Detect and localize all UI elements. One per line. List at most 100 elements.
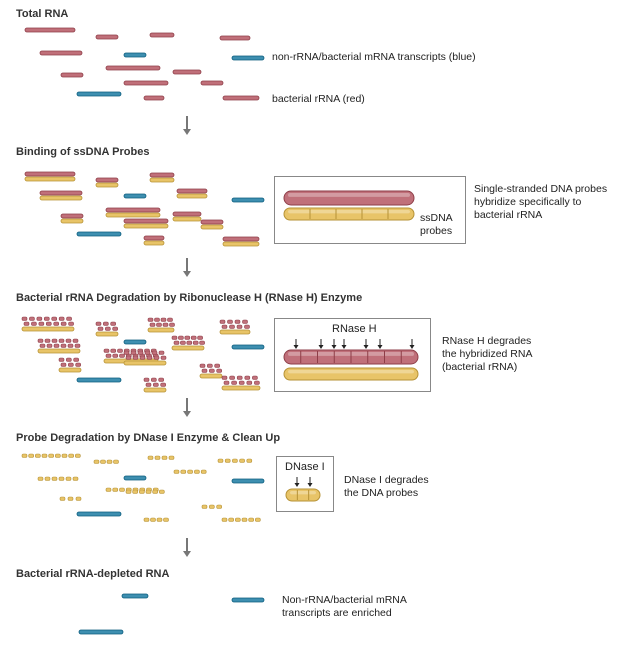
rrna-fragment [105,353,112,358]
rrna-fragment [39,343,46,348]
rrna-fragment [149,322,156,327]
rrna-fragment [229,324,235,329]
rrna-fragment [221,375,228,380]
rrna-fragment [103,321,109,326]
mrna-strand [123,339,147,345]
rrna-fragment [236,375,243,380]
rrna-strand [60,213,84,219]
ssdna-label: ssDNA [420,212,453,224]
rrna-fragment [227,319,233,324]
probe-fragment [35,453,41,458]
rrna-fragment [60,343,67,348]
rrna-strand [200,80,224,86]
note-probes-1: Single-stranded DNA probes [474,183,608,195]
cut-arrow-head [341,345,347,349]
probe-strand [200,224,224,230]
step4-title: Probe Degradation by DNase I Enzyme & Cl… [16,432,281,444]
rrna-fragment [207,363,213,368]
legend-red-label: bacterial rRNA (red) [272,93,365,105]
probe-fragment [113,459,119,464]
rrna-fragment [67,343,74,348]
probe-strand [95,182,119,188]
probe-fragment [68,453,74,458]
rrna-fragment [209,368,215,373]
probe-cylinder [283,207,415,221]
note-rnaseh-3: (bacterial rRNA) [442,361,518,373]
note-probes-3: bacterial rRNA [474,209,543,221]
rrna-strand [149,172,175,178]
probe-strand [147,327,175,333]
rrna-fragment [73,357,79,362]
flow-arrow [186,538,188,554]
rrna-strand [172,69,202,75]
rrna-fragment [74,343,81,348]
note-probes-2: hybridize specifically to [474,196,582,208]
rrna-fragment [130,350,137,355]
probe-fragment [248,517,254,522]
probe-cylinder-highlight [288,370,414,374]
rrna-fragment [158,350,165,355]
probe-strand [149,177,175,183]
rrna-fragment [112,353,119,358]
rrna-fragment [110,321,116,326]
rrna-fragment [29,316,35,321]
probe-fragment [119,487,125,492]
probe-fragment [217,458,224,463]
rrna-fragment [199,363,206,368]
mrna-strand [123,475,147,481]
rrna-fragment [75,362,81,367]
rrna-fragment [160,382,166,387]
probe-fragment [143,517,150,522]
rrna-fragment [46,343,53,348]
rrna-fragment [234,319,241,324]
rrna-fragment [229,375,235,380]
cut-arrow-head [331,345,337,349]
rrna-fragment [117,348,123,353]
rrna-fragment [125,355,132,360]
probe-strand [24,176,76,182]
rrna-fragment [236,324,243,329]
probe-fragment [139,489,145,494]
probe-fragment [187,469,193,474]
rrna-fragment [190,335,197,340]
rrna-fragment [244,375,251,380]
probe-fragment [44,476,51,481]
rrna-fragment [66,357,72,362]
rrna-fragment [153,355,160,360]
rrna-fragment [178,335,184,340]
probe-fragment [65,476,72,481]
probe-fragment [228,517,234,522]
probe-fragment [209,504,215,509]
rrna-fragment [160,317,167,322]
probe-cylinder-highlight [290,491,316,495]
rrna-fragment [66,316,72,321]
probe-strand [37,348,81,354]
probe-strand [105,212,161,218]
arrow-head [183,411,191,417]
rrna-fragment [151,350,158,355]
rrna-fragment [68,362,74,367]
probe-fragment [145,489,152,494]
note-dnase-1: DNase I degrades [344,474,429,486]
rrna-strand [24,27,76,33]
cut-arrow-head [363,345,369,349]
probe-strand [123,360,167,366]
rrna-fragment [221,324,228,329]
probe-cylinder [285,488,321,502]
rrna-fragment [192,340,199,345]
probe-fragment [194,469,200,474]
rrna-strand [222,236,260,242]
arrow-head [183,271,191,277]
rrna-strand [172,211,202,217]
probe-fragment [100,459,106,464]
cut-arrow-head [294,483,300,487]
cut-arrow-head [377,345,383,349]
rrna-fragment [162,322,169,327]
rrna-strand [200,219,224,225]
probe-fragment [246,458,253,463]
probe-strand [171,345,205,351]
cut-arrow-head [409,345,415,349]
mrna-strand [76,91,122,97]
probe-fragment [105,487,112,492]
note-dnase-2: the DNA probes [344,487,419,499]
